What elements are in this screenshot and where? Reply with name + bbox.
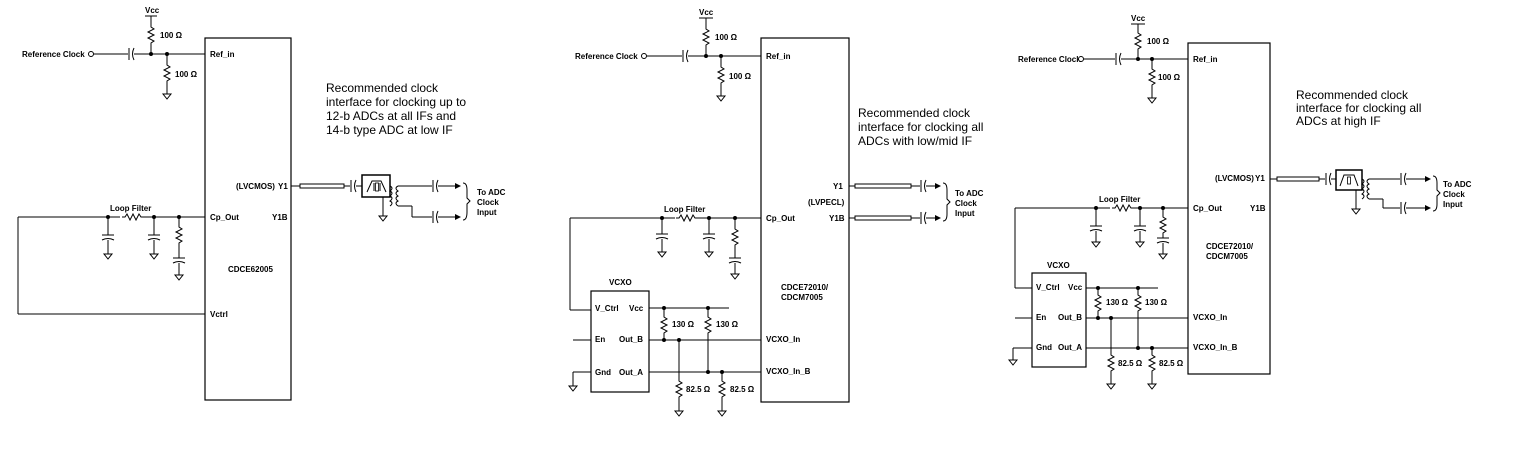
r-100-top-label: 100 Ω — [160, 31, 183, 40]
to-adc-label-2: Clock — [955, 199, 977, 208]
lvpecl-label: (LVPECL) — [808, 198, 845, 207]
en-pin: En — [595, 335, 605, 344]
vctrl-pin: Vctrl — [210, 310, 228, 319]
diagram-2: Vcc 100 Ω Reference Clock 100 Ω Ref_in Y… — [568, 8, 984, 417]
chip-cdce72010 — [1187, 42, 1271, 375]
note-1-line-4: 14-b type ADC at low IF — [326, 123, 453, 137]
v-ctrl-pin: V_Ctrl — [595, 304, 619, 313]
vcxo-in-b-pin: VCXO_In_B — [766, 367, 811, 376]
loop-filter-label: Loop Filter — [1099, 195, 1140, 204]
note-1-line-3: 12-b ADCs at all IFs and — [326, 109, 456, 123]
loop-filter-label: Loop Filter — [110, 204, 151, 213]
to-adc-label-1: To ADC — [477, 188, 506, 197]
r-825-left-label: 82.5 Ω — [1118, 359, 1143, 368]
v-ctrl-pin: V_Ctrl — [1036, 283, 1060, 292]
vcxo-title: VCXO — [609, 278, 632, 287]
lvcmos-label: (LVCMOS) — [1215, 174, 1254, 183]
cp-out-pin: Cp_Out — [766, 214, 795, 223]
out-b-pin: Out_B — [1058, 313, 1082, 322]
chip-cdce62005 — [204, 37, 292, 401]
r-825-left-label: 82.5 Ω — [686, 385, 711, 394]
chip-name: CDCE62005 — [228, 265, 273, 274]
r-100-bottom-label: 100 Ω — [175, 70, 198, 79]
to-adc-label-1: To ADC — [1443, 180, 1472, 189]
y1-pin: Y1 — [833, 182, 843, 191]
r-130-left-label: 130 Ω — [1106, 298, 1129, 307]
to-adc-label-1: To ADC — [955, 189, 984, 198]
loop-filter-label: Loop Filter — [664, 205, 705, 214]
r-100-bottom-label: 100 Ω — [1158, 73, 1181, 82]
reference-clock-label: Reference Clock — [22, 50, 85, 59]
chip-name-line-2: CDCM7005 — [1206, 252, 1248, 261]
y1b-pin: Y1B — [1250, 204, 1266, 213]
chip-cdce72010 — [760, 37, 850, 403]
out-b-pin: Out_B — [619, 335, 643, 344]
vcc-label: Vcc — [1131, 14, 1146, 23]
note-3-line-3: ADCs at high IF — [1296, 114, 1381, 128]
vcxo-in-pin: VCXO_In — [1193, 313, 1227, 322]
out-a-pin: Out_A — [1058, 343, 1082, 352]
vcxo-in-pin: VCXO_In — [766, 335, 800, 344]
r-100-top-label: 100 Ω — [715, 33, 738, 42]
vcc-pin: Vcc — [629, 304, 644, 313]
note-1-line-2: interface for clocking up to — [326, 95, 466, 109]
to-adc-label-2: Clock — [477, 198, 499, 207]
r-825-right-label: 82.5 Ω — [730, 385, 755, 394]
diagram-3: Vcc 100 Ω Reference Clock 100 Ω Ref_in (… — [1008, 14, 1472, 390]
vcxo-box — [590, 290, 650, 393]
y1-pin: Y1 — [1255, 174, 1265, 183]
ref-in-pin: Ref_in — [766, 52, 791, 61]
vcc-label: Vcc — [145, 6, 160, 15]
note-2-line-2: interface for clocking all — [858, 120, 983, 134]
y1-pin: Y1 — [278, 182, 288, 191]
ref-in-pin: Ref_in — [210, 50, 235, 59]
y1b-pin: Y1B — [829, 214, 845, 223]
to-adc-label-3: Input — [1443, 200, 1463, 209]
cp-out-pin: Cp_Out — [210, 213, 239, 222]
r-130-right-label: 130 Ω — [1145, 298, 1168, 307]
reference-clock-label: Reference Clock — [1018, 55, 1081, 64]
ref-in-pin: Ref_in — [1193, 55, 1218, 64]
note-3-line-2: interface for clocking all — [1296, 101, 1421, 115]
chip-name-line-1: CDCE72010/ — [1206, 242, 1254, 251]
to-adc-label-3: Input — [477, 208, 497, 217]
vcc-pin: Vcc — [1068, 283, 1083, 292]
en-pin: En — [1036, 313, 1046, 322]
diagram-1: Vcc 100 Ω Reference Clock 100 Ω Ref_in (… — [17, 6, 506, 401]
chip-name-line-2: CDCM7005 — [781, 293, 823, 302]
note-3-line-1: Recommended clock — [1296, 88, 1409, 102]
vcc-label: Vcc — [699, 8, 714, 17]
to-adc-label-3: Input — [955, 209, 975, 218]
r-100-bottom-label: 100 Ω — [729, 72, 752, 81]
r-130-right-label: 130 Ω — [716, 320, 739, 329]
reference-clock-label: Reference Clock — [575, 52, 638, 61]
cp-out-pin: Cp_Out — [1193, 204, 1222, 213]
out-a-pin: Out_A — [619, 368, 643, 377]
gnd-pin: Gnd — [1036, 343, 1052, 352]
to-adc-label-2: Clock — [1443, 190, 1465, 199]
note-1-line-1: Recommended clock — [326, 81, 439, 95]
vcxo-box — [1031, 272, 1087, 368]
vcxo-in-b-pin: VCXO_In_B — [1193, 343, 1238, 352]
r-825-right-label: 82.5 Ω — [1159, 359, 1184, 368]
note-2-line-3: ADCs with low/mid IF — [858, 134, 972, 148]
r-130-left-label: 130 Ω — [672, 320, 695, 329]
r-100-top-label: 100 Ω — [1147, 37, 1170, 46]
lvcmos-label: (LVCMOS) — [236, 182, 275, 191]
y1b-pin: Y1B — [272, 213, 288, 222]
gnd-pin: Gnd — [595, 368, 611, 377]
chip-name-line-1: CDCE72010/ — [781, 283, 829, 292]
note-2-line-1: Recommended clock — [858, 106, 971, 120]
vcxo-title: VCXO — [1047, 261, 1070, 270]
